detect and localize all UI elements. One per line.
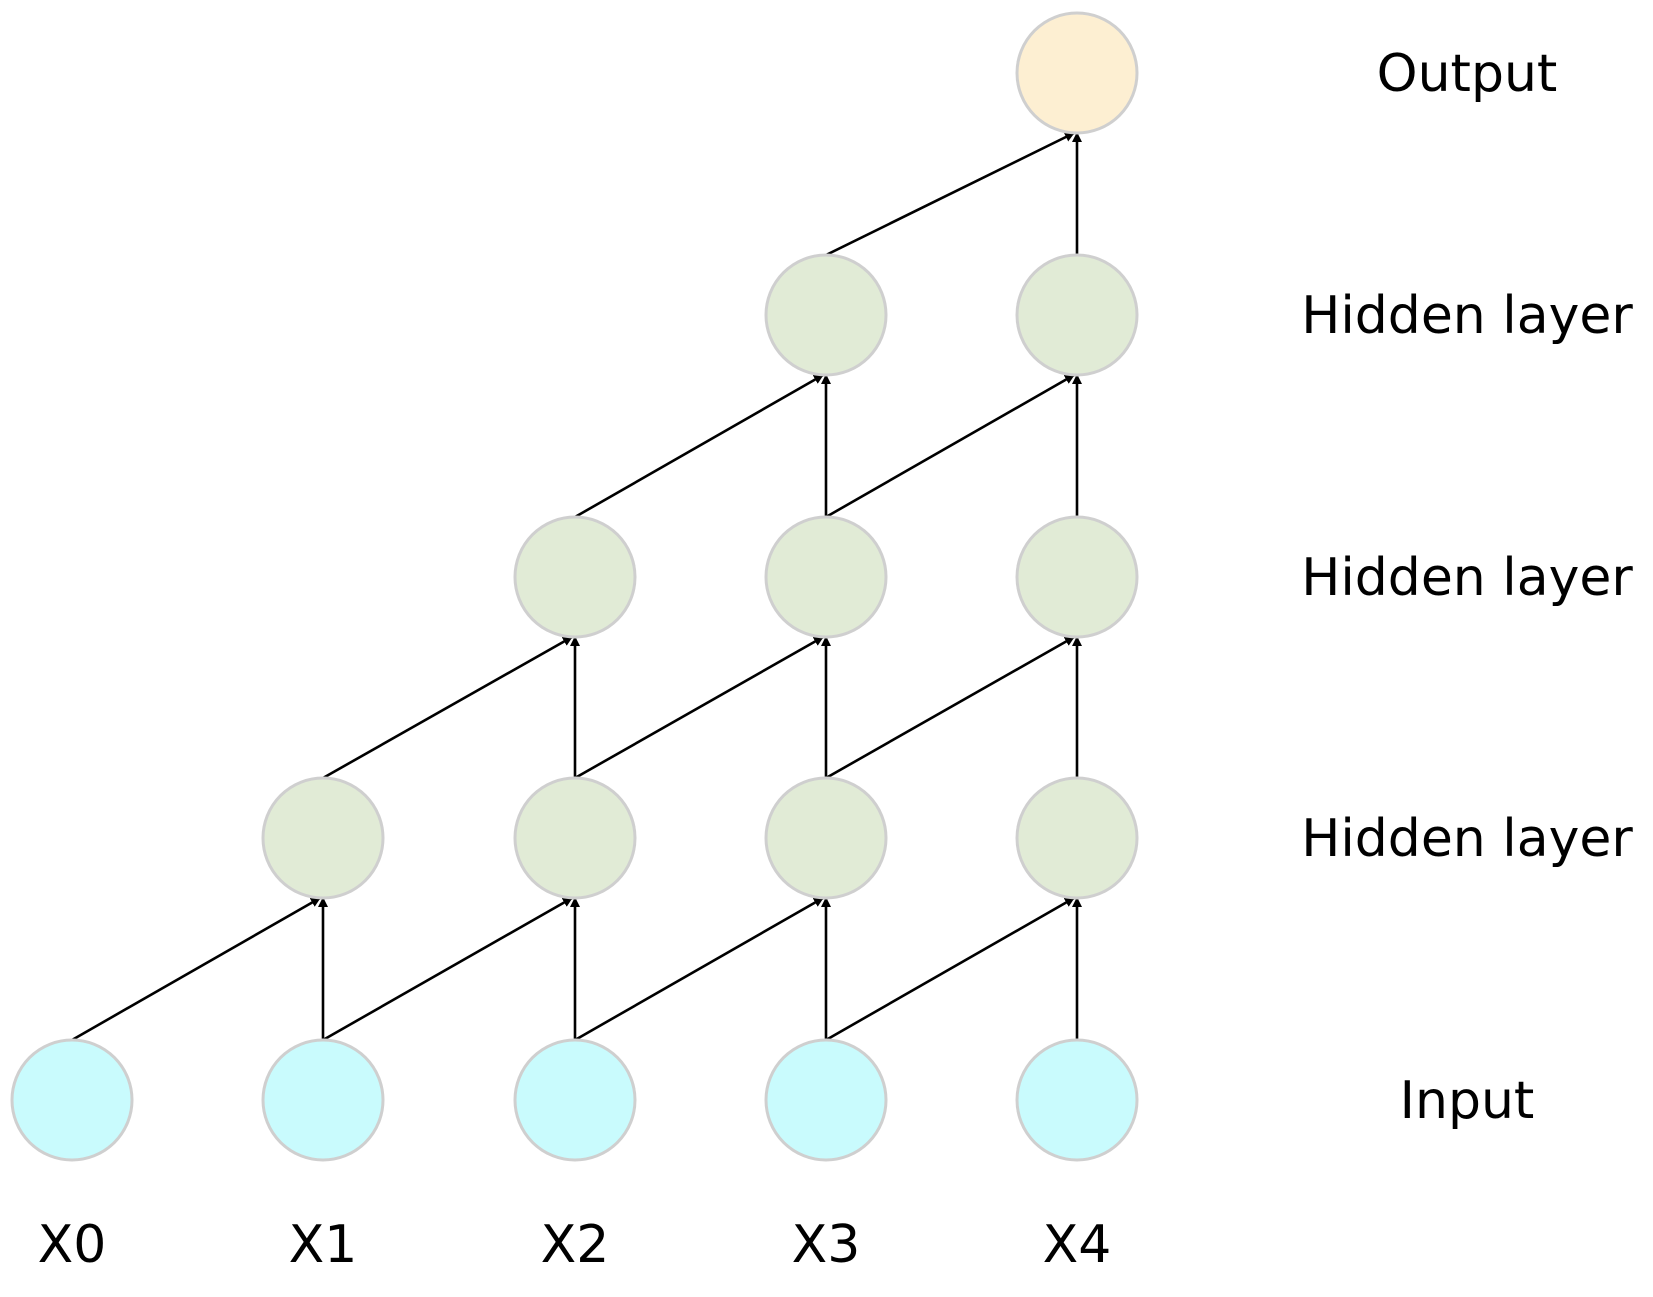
layer-label-2: Hidden layer bbox=[1301, 548, 1633, 608]
edge-diagonal-l1-c3 bbox=[825, 635, 1075, 780]
connection-edges bbox=[71, 131, 1082, 1042]
edge-diagonal-l0-c2 bbox=[574, 896, 824, 1042]
input-node-l0-c4 bbox=[1015, 1038, 1139, 1162]
edge-diagonal-l0-c0 bbox=[71, 896, 321, 1042]
layer-label-3: Hidden layer bbox=[1301, 286, 1633, 346]
input-label-1: X1 bbox=[289, 1215, 358, 1275]
hidden-node-l1-c1 bbox=[261, 776, 385, 900]
input-node-l0-c2 bbox=[513, 1038, 637, 1162]
input-label-4: X4 bbox=[1043, 1215, 1112, 1275]
input-node-l0-c1 bbox=[261, 1038, 385, 1162]
hidden-node-l2-c4 bbox=[1015, 515, 1139, 639]
hidden-node-l1-c2 bbox=[513, 776, 637, 900]
edge-diagonal-l2-c2 bbox=[574, 373, 824, 519]
input-labels: X0 X1 X2 X3 X4 bbox=[38, 1215, 1112, 1275]
edge-diagonal-l3-c3 bbox=[825, 131, 1075, 257]
edge-diagonal-l0-c3 bbox=[825, 896, 1075, 1042]
edge-diagonal-l1-c1 bbox=[322, 635, 573, 780]
hidden-node-l1-c4 bbox=[1015, 776, 1139, 900]
input-label-0: X0 bbox=[38, 1215, 107, 1275]
input-label-3: X3 bbox=[792, 1215, 861, 1275]
edge-diagonal-l0-c1 bbox=[322, 896, 573, 1042]
layer-label-0: Input bbox=[1400, 1071, 1535, 1131]
edge-diagonal-l2-c3 bbox=[825, 373, 1075, 519]
layer-label-4: Output bbox=[1377, 44, 1558, 104]
hidden-node-l2-c3 bbox=[764, 515, 888, 639]
hidden-node-l3-c4 bbox=[1015, 253, 1139, 377]
input-node-l0-c0 bbox=[10, 1038, 134, 1162]
input-label-2: X2 bbox=[541, 1215, 610, 1275]
edge-diagonal-l1-c2 bbox=[574, 635, 824, 780]
output-node-l4-c4 bbox=[1015, 11, 1139, 135]
layer-label-1: Hidden layer bbox=[1301, 809, 1633, 869]
network-nodes bbox=[10, 11, 1139, 1162]
input-node-l0-c3 bbox=[764, 1038, 888, 1162]
hidden-node-l3-c3 bbox=[764, 253, 888, 377]
hidden-node-l2-c2 bbox=[513, 515, 637, 639]
hidden-node-l1-c3 bbox=[764, 776, 888, 900]
